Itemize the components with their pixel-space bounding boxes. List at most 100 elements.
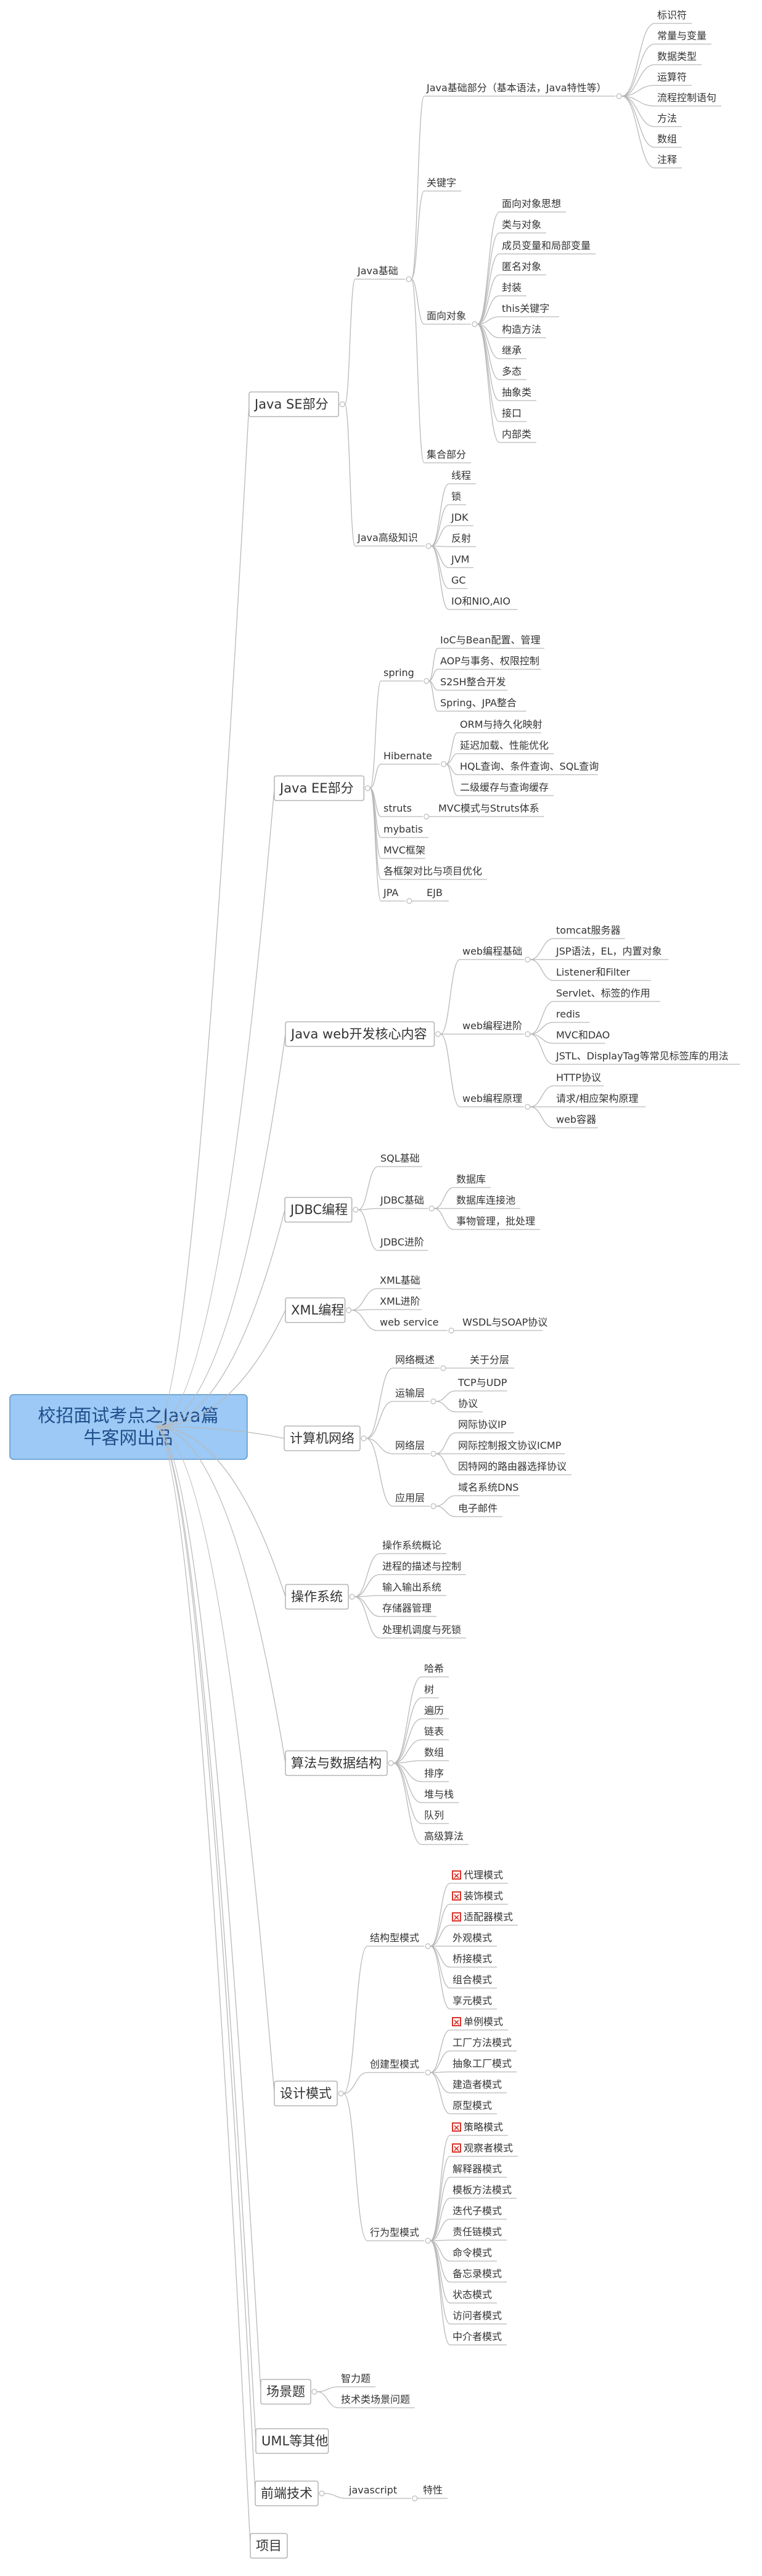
collapse-toggle-icon[interactable] <box>319 2490 325 2497</box>
topic-node[interactable]: 方法 <box>655 113 682 128</box>
topic-node[interactable]: 责任链模式 <box>450 2226 507 2241</box>
topic-node[interactable]: 技术类场景问题 <box>338 2394 415 2408</box>
topic-node[interactable]: 匿名对象 <box>499 261 546 275</box>
topic-node[interactable]: 接口 <box>499 407 526 422</box>
topic-node[interactable]: ORM与持久化映射 <box>457 719 543 733</box>
topic-node[interactable]: 网络概述 <box>393 1354 440 1369</box>
topic-node[interactable]: MVC模式与Struts体系 <box>436 802 544 817</box>
topic-node[interactable]: 结构型模式 <box>367 1932 424 1947</box>
topic-node[interactable]: 抽象工厂模式 <box>450 2058 517 2073</box>
collapse-toggle-icon[interactable] <box>406 276 412 282</box>
topic-node[interactable]: tomcat服务器 <box>554 924 625 939</box>
topic-node[interactable]: 解释器模式 <box>450 2163 507 2178</box>
topic-node[interactable]: Java基础 <box>355 265 406 280</box>
topic-node[interactable]: 构造方法 <box>499 324 546 338</box>
topic-node[interactable]: 组合模式 <box>450 1974 497 1989</box>
topic-node[interactable]: MVC框架 <box>381 844 425 859</box>
collapse-toggle-icon[interactable] <box>361 1435 367 1441</box>
topic-node[interactable]: 成员变量和局部变量 <box>499 240 596 255</box>
topic-node[interactable]: EJB <box>424 887 449 902</box>
collapse-toggle-icon[interactable] <box>424 678 430 684</box>
topic-node[interactable]: 网络层 <box>393 1440 430 1454</box>
collapse-toggle-icon[interactable] <box>425 543 432 549</box>
topic-node[interactable]: web编程基础 <box>460 945 524 960</box>
topic-node[interactable]: IoC与Bean配置、管理 <box>438 634 544 649</box>
collapse-toggle-icon[interactable] <box>430 1451 436 1457</box>
collapse-toggle-icon[interactable] <box>525 956 531 963</box>
topic-node[interactable]: AOP与事务、权限控制 <box>438 655 541 670</box>
branch-java-se[interactable]: Java SE部分 <box>248 391 339 417</box>
topic-node[interactable]: 进程的描述与控制 <box>380 1560 466 1575</box>
topic-node[interactable]: 原型模式 <box>450 2100 497 2114</box>
topic-node[interactable]: Servlet、标签的作用 <box>554 987 660 1002</box>
topic-node[interactable]: WSDL与SOAP协议 <box>460 1316 547 1331</box>
topic-node[interactable]: 命令模式 <box>450 2247 497 2262</box>
topic-node[interactable]: 常量与变量 <box>655 30 711 45</box>
collapse-toggle-icon[interactable] <box>345 1307 352 1313</box>
topic-node[interactable]: 关于分层 <box>467 1354 514 1369</box>
topic-node[interactable]: 队列 <box>422 1809 449 1824</box>
topic-node[interactable]: 线程 <box>449 470 476 484</box>
topic-node[interactable]: 状态模式 <box>450 2289 497 2304</box>
topic-node[interactable]: 桥接模式 <box>450 1953 497 1968</box>
topic-node[interactable]: 面向对象 <box>424 310 471 325</box>
topic-node[interactable]: 备忘录模式 <box>450 2268 507 2283</box>
topic-node[interactable]: 模板方法模式 <box>450 2184 517 2199</box>
topic-node[interactable]: 遍历 <box>422 1705 449 1719</box>
topic-node[interactable]: TCP与UDP <box>456 1377 507 1392</box>
topic-node[interactable]: S2SH整合开发 <box>438 676 508 691</box>
topic-node[interactable]: 迭代子模式 <box>450 2205 507 2220</box>
topic-node[interactable]: 二级缓存与查询缓存 <box>457 781 554 796</box>
collapse-toggle-icon[interactable] <box>339 401 345 407</box>
branch-uml[interactable]: UML等其他 <box>255 2428 329 2454</box>
collapse-toggle-icon[interactable] <box>406 898 412 904</box>
topic-node[interactable]: 事物管理，批处理 <box>454 1215 540 1230</box>
collapse-toggle-icon[interactable] <box>338 2090 344 2097</box>
topic-node[interactable]: 堆与栈 <box>422 1788 459 1803</box>
topic-node[interactable]: SQL基础 <box>378 1152 422 1167</box>
topic-node[interactable]: MVC和DAO <box>554 1029 610 1044</box>
collapse-toggle-icon[interactable] <box>364 785 371 791</box>
topic-node[interactable]: 外观模式 <box>450 1932 497 1947</box>
collapse-toggle-icon[interactable] <box>440 761 447 767</box>
topic-node[interactable]: 锁 <box>449 491 466 505</box>
topic-node[interactable]: 处理机调度与死锁 <box>380 1624 466 1639</box>
branch-item-12[interactable]: 项目 <box>250 2533 288 2559</box>
topic-node[interactable]: Java高级知识 <box>355 532 425 547</box>
topic-node[interactable]: 数组 <box>422 1747 449 1761</box>
topic-node[interactable]: 请求/相应架构原理 <box>554 1093 646 1107</box>
collapse-toggle-icon[interactable] <box>525 1031 531 1037</box>
branch-jdbc[interactable]: JDBC编程 <box>284 1197 353 1223</box>
topic-node[interactable]: 抽象类 <box>499 386 536 401</box>
topic-node[interactable]: 多态 <box>499 365 526 380</box>
topic-node[interactable]: 工厂方法模式 <box>450 2037 517 2052</box>
topic-node[interactable]: 链表 <box>422 1726 449 1740</box>
topic-node[interactable]: 电子邮件 <box>456 1502 502 1517</box>
collapse-toggle-icon[interactable] <box>425 1943 431 1949</box>
topic-node[interactable]: 数据类型 <box>655 51 702 65</box>
topic-node[interactable]: 数据库 <box>454 1173 491 1188</box>
topic-node[interactable]: 各框架对比与项目优化 <box>381 865 487 880</box>
topic-node[interactable]: 创建型模式 <box>367 2058 424 2073</box>
flagged-topic-node[interactable]: 单例模式 <box>450 2016 508 2031</box>
collapse-toggle-icon[interactable] <box>425 2069 431 2076</box>
branch-item-5[interactable]: 计算机网络 <box>284 1425 361 1451</box>
branch-item-7[interactable]: 算法与数据结构 <box>285 1750 388 1776</box>
topic-node[interactable]: 特性 <box>420 2484 448 2499</box>
collapse-toggle-icon[interactable] <box>412 2495 418 2501</box>
topic-node[interactable]: 协议 <box>456 1398 483 1412</box>
topic-node[interactable]: XML进阶 <box>377 1295 422 1310</box>
topic-node[interactable]: 面向对象思想 <box>499 198 566 213</box>
topic-node[interactable]: mybatis <box>381 823 428 838</box>
topic-node[interactable]: 高级算法 <box>422 1830 469 1845</box>
topic-node[interactable]: web编程原理 <box>460 1093 524 1107</box>
topic-node[interactable]: 集合部分 <box>424 449 471 463</box>
topic-node[interactable]: JPA <box>381 887 406 902</box>
topic-node[interactable]: redis <box>554 1008 590 1023</box>
topic-node[interactable]: 封装 <box>499 282 526 296</box>
collapse-toggle-icon[interactable] <box>349 1594 355 1600</box>
flagged-topic-node[interactable]: 策略模式 <box>450 2121 508 2136</box>
topic-node[interactable]: 哈希 <box>422 1663 449 1677</box>
topic-node[interactable]: web service <box>377 1316 448 1331</box>
